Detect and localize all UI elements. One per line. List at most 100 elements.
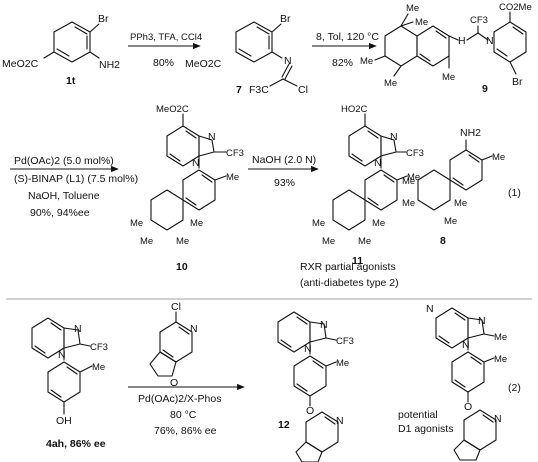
n-label: N [190, 323, 198, 335]
n-label: N [58, 349, 66, 361]
cond-line1: Pd(OAc)2/X-Phos [138, 393, 221, 405]
cond-line3: 76%, 86% ee [154, 425, 217, 437]
compound-label-1t: 1t [66, 75, 76, 87]
furan-ring [453, 439, 481, 461]
compound-10: MeO2C N N CF3 Me Me Me Me Me 10 [130, 104, 244, 273]
furan-ring [295, 441, 323, 462]
acid-label: HO2C [341, 104, 368, 115]
me-label: Me [360, 56, 373, 67]
n-label: N [320, 319, 328, 331]
compound-label-10: 10 [176, 261, 188, 273]
compound-1t: Br NH2 MeO2C 1t [2, 13, 120, 87]
me-label: Me [402, 176, 415, 187]
tetralin-ring [384, 25, 418, 67]
aryl-ring [364, 169, 398, 211]
compound-8: NH2 Me Me Me Me Me 8 (1) [402, 127, 521, 247]
cl-label: Cl [298, 84, 308, 96]
step2-yield: 82% [332, 57, 353, 69]
compound-12: N N CF3 Me O N 12 [277, 311, 354, 462]
me-label: Me [494, 332, 507, 343]
me-label: Me [322, 236, 335, 247]
me-label: Me [407, 172, 420, 183]
me-label: Me [402, 198, 415, 209]
me-label: Me [140, 236, 153, 247]
me-label: Me [384, 78, 397, 89]
nh2-label: NH2 [99, 59, 120, 71]
br-label: Br [512, 76, 523, 88]
step1-yield: 80% [153, 57, 174, 69]
compound-9: Me Me Me Me Me H N CF3 CO2Me Br 9 [360, 2, 532, 95]
ester-label: MeO2C [156, 104, 189, 115]
nh2-label: NH2 [460, 127, 481, 139]
pyridine-ring [305, 411, 339, 453]
n-label: N [462, 339, 470, 351]
me-label: Me [358, 236, 371, 247]
n-label: N [390, 131, 398, 143]
aryl-ring [416, 25, 450, 67]
o-label: O [306, 405, 314, 417]
ester-label: MeO2C [185, 58, 222, 70]
tetralin-ring [150, 189, 184, 231]
equation-number-2: (2) [508, 382, 521, 394]
n-label: N [304, 343, 312, 355]
step4-reagents: NaOH (2.0 N) [252, 154, 316, 166]
compound-d1-agonist: N N N Me Me O N potential D1 agonists (2… [398, 303, 521, 461]
n-label: N [192, 157, 200, 169]
step4-yield: 93% [274, 177, 295, 189]
reagent-chlorofuropyridine: Cl N O [149, 301, 198, 389]
n-label: N [208, 131, 216, 143]
n-label: N [284, 55, 292, 67]
cf3-label: CF3 [226, 148, 244, 159]
br-label: Br [98, 13, 109, 25]
me-label: Me [494, 354, 507, 365]
n-label: N [426, 303, 434, 315]
caption-line1: RXR partial agonists [300, 261, 396, 273]
br-label: Br [280, 13, 291, 25]
n-label: N [478, 315, 486, 327]
n-label: N [336, 415, 344, 427]
o-label: O [170, 377, 178, 389]
o-label: O [464, 401, 472, 413]
me-label: Me [336, 358, 349, 369]
me-label: Me [442, 72, 455, 83]
n-label: N [74, 323, 82, 335]
furan-ring [149, 351, 177, 377]
ester-label: MeO2C [2, 58, 39, 70]
ester-label: CO2Me [499, 2, 532, 13]
me-label: Me [312, 218, 325, 229]
me-label: Me [92, 362, 105, 373]
caption-line2: D1 agonists [398, 423, 453, 435]
aryl-ring [451, 351, 485, 393]
cl-label: Cl [171, 301, 181, 313]
me-label: Me [492, 152, 505, 163]
step3-line1: Pd(OAc)2 (5.0 mol%) [14, 155, 114, 167]
compound-label-11: 11 [352, 255, 363, 267]
pyridine-ring [463, 409, 497, 451]
me-label: Me [444, 216, 457, 227]
me-label: Me [415, 17, 428, 28]
me-label: Me [454, 198, 467, 209]
step1-reagents: PPh3, TFA, CCl4 [130, 32, 202, 43]
compound-11: HO2C N N CF3 Me Me Me Me Me 11 RXR parti… [300, 104, 424, 289]
me-label: Me [130, 218, 143, 229]
benzene-ring [235, 21, 273, 63]
compound-label-12: 12 [278, 419, 290, 431]
step3-line2: (S)-BINAP (L1) (7.5 mol%) [14, 173, 138, 185]
cf3-label: CF3 [470, 15, 488, 26]
pyridine-ring [159, 321, 193, 363]
compound-label-4ah: 4ah, 86% ee [46, 438, 106, 450]
phenol-ring [47, 361, 81, 403]
caption-line1: potential [398, 409, 438, 421]
compound-label-7: 7 [236, 84, 242, 96]
compound-label-8: 8 [440, 235, 446, 247]
step3-line4: 90%, 94%ee [30, 207, 90, 219]
n-label: N [374, 157, 382, 169]
compound-4ah: N N CF3 Me OH 4ah, 86% ee [31, 317, 108, 450]
compound-label-9: 9 [482, 83, 488, 95]
aryl-ring [182, 169, 216, 211]
cf3-label: CF3 [336, 336, 354, 347]
benzene-ring [53, 21, 91, 63]
cf3-label: F3C [249, 84, 269, 96]
me-label: Me [226, 172, 239, 183]
